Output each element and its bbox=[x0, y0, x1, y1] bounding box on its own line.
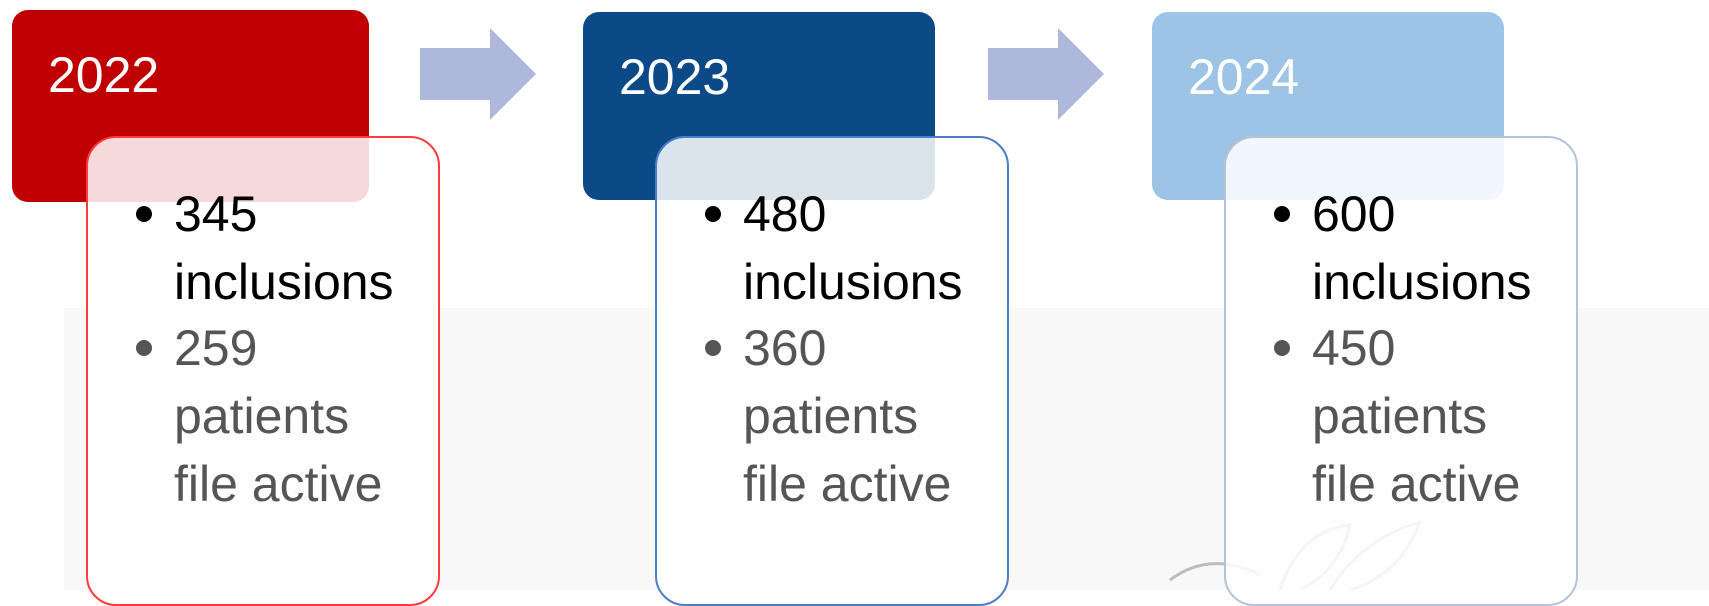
patients-text: 360 patients file active bbox=[743, 320, 952, 512]
inclusions-text: 600 inclusions bbox=[1312, 186, 1532, 310]
bullet-dot bbox=[1274, 340, 1290, 356]
inclusions-text: 480 inclusions bbox=[743, 186, 963, 310]
year-label: 2024 bbox=[1188, 49, 1300, 105]
bullet-dot bbox=[705, 340, 721, 356]
bullet-dot bbox=[136, 206, 152, 222]
bullet-dot bbox=[1274, 206, 1290, 222]
year-label: 2022 bbox=[48, 47, 160, 103]
patients-text: 259 patients file active bbox=[174, 320, 383, 512]
arrow-right-icon bbox=[420, 28, 536, 120]
bullet-dot bbox=[705, 206, 721, 222]
patients-text: 450 patients file active bbox=[1312, 320, 1521, 512]
year-label: 2023 bbox=[619, 49, 731, 105]
detail-box-2024: 600 inclusions 450 patients file active bbox=[1224, 136, 1578, 606]
bullet-dot bbox=[136, 340, 152, 356]
detail-box-2023: 480 inclusions 360 patients file active bbox=[655, 136, 1009, 606]
inclusions-text: 345 inclusions bbox=[174, 186, 394, 310]
detail-box-2022: 345 inclusions 259 patients file active bbox=[86, 136, 440, 606]
arrow-right-icon bbox=[988, 28, 1104, 120]
